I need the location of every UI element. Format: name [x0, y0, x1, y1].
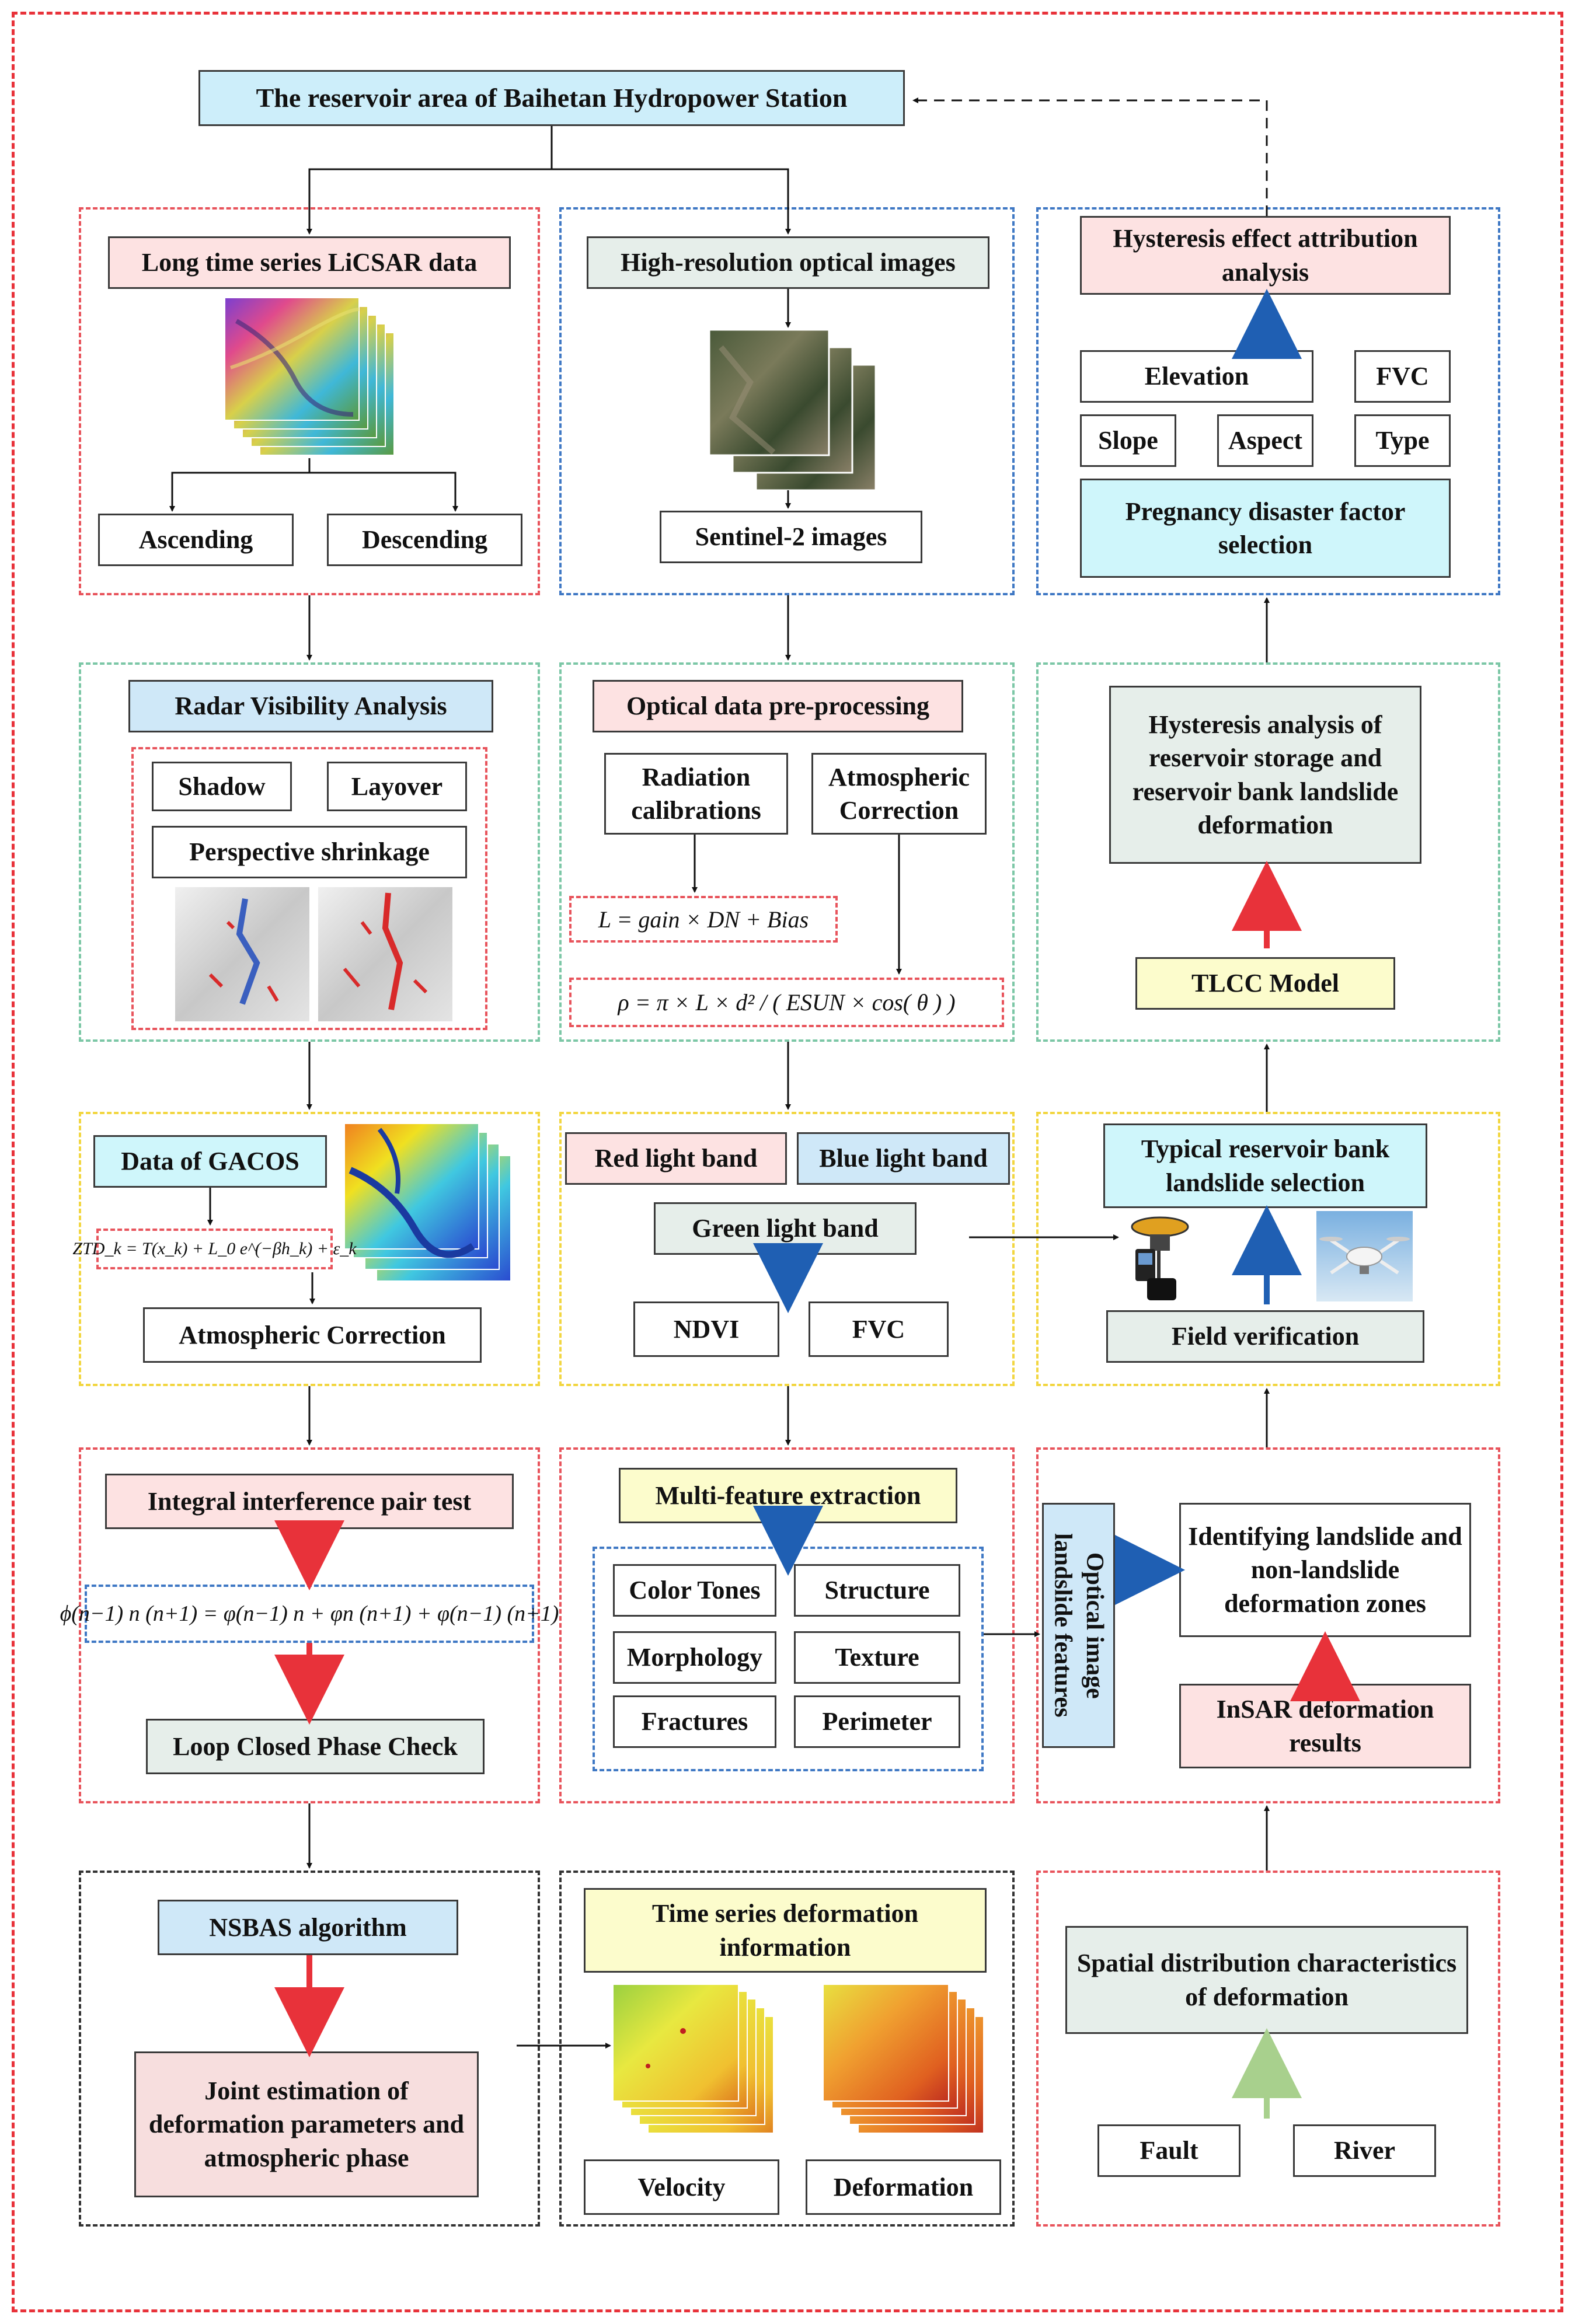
preprocessing-panel [559, 662, 1015, 1042]
layover-box: Layover [327, 762, 467, 811]
fvc-box: FVC [809, 1301, 949, 1357]
timeseries-panel [559, 1871, 1015, 2227]
ascending-box: Ascending [98, 514, 294, 566]
main-title: The reservoir area of Baihetan Hydropowe… [198, 70, 905, 126]
radar-inner-panel [131, 747, 487, 1030]
bands-panel [559, 1112, 1015, 1386]
integral-panel [79, 1447, 540, 1803]
color-tones-box: Color Tones [613, 1564, 776, 1617]
identification-panel [1036, 1447, 1500, 1803]
timeseries-title: Time series deformation information [584, 1888, 987, 1973]
texture-box: Texture [794, 1631, 960, 1684]
gnss-receiver-icon [1131, 1216, 1189, 1300]
elevation-box: Elevation [1080, 350, 1313, 403]
slope-box: Slope [1080, 414, 1176, 467]
atmospheric-correction-optical-box: Atmospheric Correction [811, 753, 987, 835]
closure-formula: ϕ(n−1) n (n+1) = φ(n−1) n + φn (n+1) + φ… [60, 1585, 559, 1643]
reflectance-formula: ρ = π × L × d² / ( ESUN × cos( θ ) ) [569, 978, 1004, 1027]
gacos-title: Data of GACOS [93, 1135, 327, 1188]
ndvi-box: NDVI [633, 1301, 779, 1357]
deformation-map-stack [823, 1984, 984, 2133]
joint-estimation-box: Joint estimation of deformation paramete… [134, 2051, 479, 2197]
fractures-box: Fractures [613, 1695, 776, 1748]
morphology-box: Morphology [613, 1631, 776, 1684]
typical-landslide-panel [1036, 1112, 1500, 1386]
spatial-panel [1036, 1871, 1500, 2227]
fault-box: Fault [1097, 2124, 1241, 2177]
factor-selection-box: Pregnancy disaster factor selection [1080, 479, 1451, 578]
red-band-box: Red light band [565, 1132, 787, 1185]
gacos-delay-maps [344, 1123, 511, 1281]
hysteresis-attribution-panel [1036, 207, 1500, 595]
spatial-distribution-box: Spatial distribution characteristics of … [1065, 1926, 1468, 2034]
multi-feature-title: Multi-feature extraction [619, 1468, 957, 1523]
green-band-box: Green light band [654, 1202, 917, 1255]
type-box: Type [1354, 414, 1451, 467]
hysteresis-attribution-title: Hysteresis effect attribution analysis [1080, 216, 1451, 295]
blue-band-box: Blue light band [797, 1132, 1010, 1185]
integral-title: Integral interference pair test [105, 1474, 514, 1529]
velocity-box: Velocity [584, 2159, 779, 2215]
identify-zones-box: Identifying landslide and non-landslide … [1179, 1503, 1471, 1637]
radiation-box: Radiation calibrations [604, 753, 788, 835]
multi-feature-panel [559, 1447, 1015, 1803]
fvc-factor-box: FVC [1354, 350, 1451, 403]
typical-landslide-box: Typical reservoir bank landslide selecti… [1103, 1123, 1427, 1208]
loop-check-box: Loop Closed Phase Check [146, 1719, 485, 1774]
radar-visibility-maps [175, 887, 452, 1021]
perspective-box: Perspective shrinkage [152, 826, 467, 878]
licsar-interferogram-stack [225, 298, 395, 456]
structure-box: Structure [794, 1564, 960, 1617]
radar-panel [79, 662, 540, 1042]
velocity-map-stack [613, 1984, 773, 2133]
preprocessing-title: Optical data pre-processing [593, 680, 963, 732]
hysteresis-analysis-box: Hysteresis analysis of reservoir storage… [1109, 686, 1421, 864]
aspect-box: Aspect [1217, 414, 1313, 467]
outer-frame [12, 12, 1563, 2312]
river-box: River [1293, 2124, 1436, 2177]
gacos-panel [79, 1112, 540, 1386]
radiation-formula: L = gain × DN + Bias [569, 896, 838, 943]
perimeter-box: Perimeter [794, 1695, 960, 1748]
field-verification-box: Field verification [1106, 1310, 1424, 1363]
atmospheric-correction-box: Atmospheric Correction [143, 1307, 482, 1363]
sentinel-image-stack [709, 330, 876, 490]
insar-results-box: InSAR deformation results [1179, 1684, 1471, 1768]
licsar-title: Long time series LiCSAR data [108, 236, 511, 289]
radar-title: Radar Visibility Analysis [128, 680, 493, 732]
optical-title: High-resolution optical images [587, 236, 989, 289]
uav-drone-image [1316, 1211, 1413, 1301]
optical-features-box: Optical image landslide features [1042, 1503, 1115, 1748]
nsbas-panel [79, 1871, 540, 2227]
ztd-formula: ZTD_k = T(x_k) + L_0 e^(−βh_k) + ε_k [72, 1229, 357, 1269]
hysteresis-analysis-panel [1036, 662, 1500, 1042]
nsbas-title: NSBAS algorithm [158, 1900, 458, 1955]
descending-box: Descending [327, 514, 522, 566]
tlcc-model-box: TLCC Model [1135, 957, 1395, 1010]
deformation-box: Deformation [806, 2159, 1001, 2215]
shadow-box: Shadow [152, 762, 292, 811]
sentinel2-box: Sentinel-2 images [660, 511, 922, 563]
